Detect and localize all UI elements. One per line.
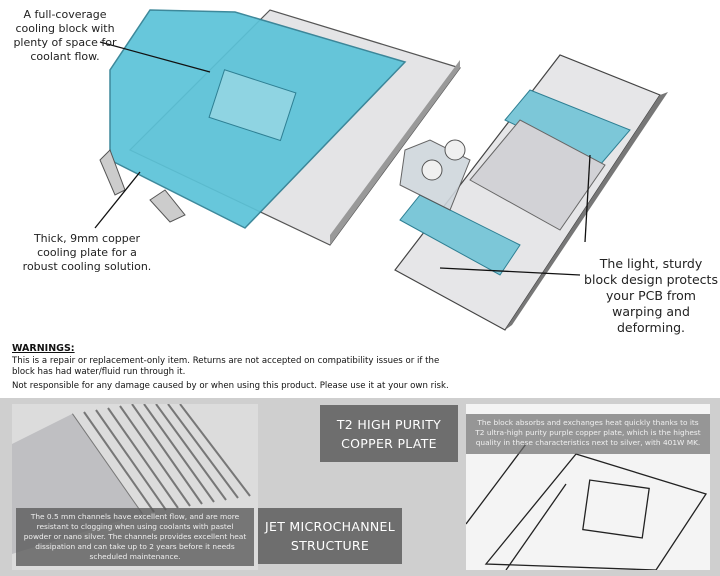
warning-returns: This is a repair or replacement-only ite… bbox=[12, 356, 440, 377]
warning-responsibility: Not responsible for any damage caused by… bbox=[12, 381, 449, 391]
copper-plate-photo: The block absorbs and exchanges heat qui… bbox=[466, 404, 710, 570]
warnings-heading: WARNINGS: bbox=[12, 343, 75, 354]
copper-plate-image bbox=[466, 443, 708, 570]
warnings-section: WARNINGS: This is a repair or replacemen… bbox=[12, 343, 452, 395]
callout-copper-plate: Thick, 9mm copper cooling plate for a ro… bbox=[22, 232, 152, 273]
callout-sturdy-design: The light, sturdy block design protects … bbox=[584, 256, 718, 335]
callout-full-coverage: A full-coverage cooling block with plent… bbox=[13, 8, 117, 63]
water-block-front-image bbox=[94, 9, 668, 331]
copper-plate-title: T2 HIGH PURITY COPPER PLATE bbox=[320, 405, 458, 462]
microchannel-description: The 0.5 mm channels have excellent flow,… bbox=[16, 508, 254, 566]
microchannel-photo: The 0.5 mm channels have excellent flow,… bbox=[12, 404, 258, 570]
microchannel-title: JET MICROCHANNEL STRUCTURE bbox=[258, 508, 402, 564]
copper-plate-description: The block absorbs and exchanges heat qui… bbox=[466, 414, 710, 454]
